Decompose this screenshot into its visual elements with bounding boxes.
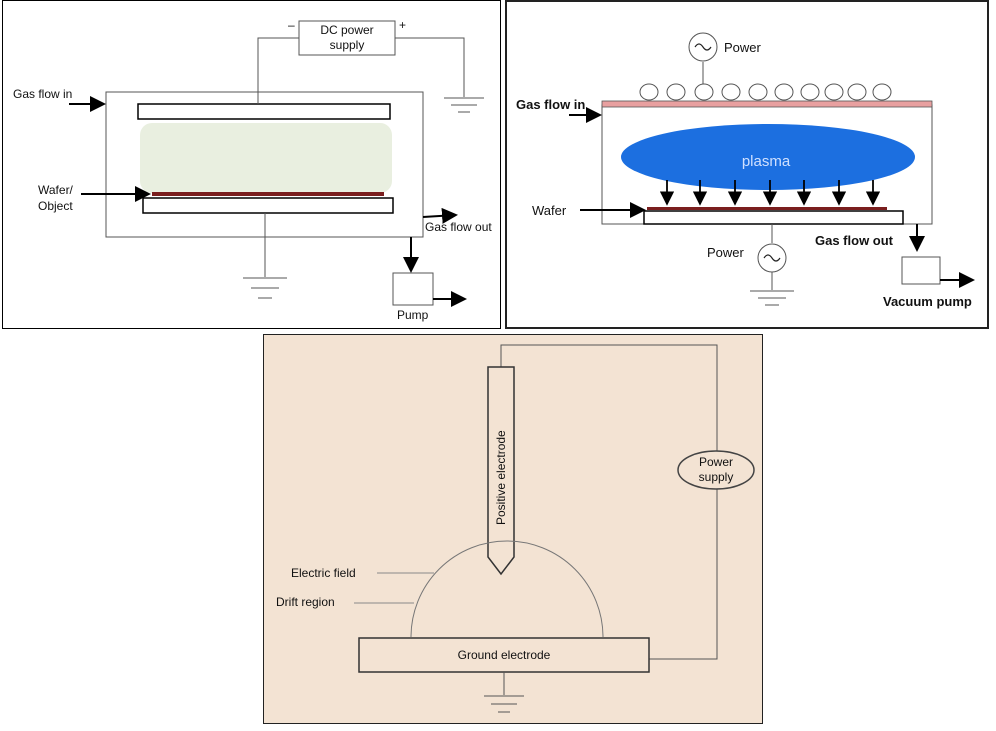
- ground-symbol-right: [444, 97, 484, 113]
- ion-arrows: [659, 180, 881, 206]
- gas-out-label: Gas flow out: [425, 220, 492, 234]
- wafer-label: Wafer: [532, 203, 567, 218]
- minus-sign: –: [288, 18, 295, 32]
- rf-reactor-svg: Power plasma Gas flow in Wafer Power: [516, 32, 975, 309]
- ground-symbol-bottom: [243, 277, 287, 299]
- drift-region-label: Drift region: [276, 595, 335, 609]
- corona-discharge-diagram: Power supply Positive electrode Ground e…: [263, 334, 763, 724]
- sine-top-icon: [694, 43, 712, 51]
- dc-reactor-svg: DC power supply – + Gas flow in Wafer/ O…: [13, 18, 492, 322]
- vacuum-pump-label: Vacuum pump: [883, 294, 972, 309]
- ground-symbol: [484, 695, 524, 713]
- corona-svg: Power supply Positive electrode Ground e…: [276, 344, 755, 713]
- gas-in-label: Gas flow in: [516, 97, 585, 112]
- dc-supply-label-2: supply: [330, 38, 365, 52]
- power-supply-label-2: supply: [699, 470, 734, 484]
- bottom-electrode: [643, 210, 904, 225]
- top-electrode: [137, 103, 391, 120]
- plus-sign: +: [399, 18, 406, 32]
- ground-electrode: [358, 637, 650, 673]
- wafer: [152, 192, 384, 196]
- wire-to-top-electrode: [257, 37, 299, 104]
- plasma-label: plasma: [742, 153, 791, 170]
- bottom-electrode: [142, 197, 394, 214]
- gas-out-arrow: [422, 207, 458, 224]
- plasma-ellipse: [621, 124, 915, 190]
- power-bottom-label: Power: [707, 245, 745, 260]
- ground-symbol: [750, 290, 794, 306]
- rf-plasma-reactor-diagram: Power plasma Gas flow in Wafer Power: [505, 0, 989, 329]
- rf-coil: [639, 83, 892, 101]
- positive-electrode-label: Positive electrode: [494, 430, 508, 525]
- electric-field-arc: [410, 540, 604, 638]
- circuit-wire-right: [649, 489, 718, 660]
- circuit-wire-top: [500, 344, 718, 452]
- power-supply-ellipse: [677, 450, 755, 490]
- positive-electrode: [487, 366, 515, 576]
- gas-in-label: Gas flow in: [13, 87, 72, 101]
- power-supply-label-1: Power: [699, 455, 733, 469]
- ground-electrode-label: Ground electrode: [458, 648, 551, 662]
- wafer: [647, 207, 887, 210]
- dc-power-supply-box: [298, 20, 396, 56]
- wafer-label-1: Wafer/: [38, 183, 74, 197]
- dc-plasma-reactor-diagram: DC power supply – + Gas flow in Wafer/ O…: [2, 0, 501, 329]
- electric-field-label: Electric field: [291, 566, 356, 580]
- sine-bottom-icon: [763, 254, 781, 262]
- wafer-label-2: Object: [38, 199, 73, 213]
- plasma-glow: [140, 123, 392, 193]
- dielectric-window: [601, 100, 933, 108]
- power-top-label: Power: [724, 40, 762, 55]
- dc-supply-label-1: DC power: [320, 23, 373, 37]
- gas-out-label: Gas flow out: [815, 233, 894, 248]
- pump-label: Pump: [397, 308, 429, 322]
- wire-to-ground: [395, 37, 465, 97]
- vacuum-pump-box: [901, 256, 941, 285]
- pump-box: [392, 272, 434, 306]
